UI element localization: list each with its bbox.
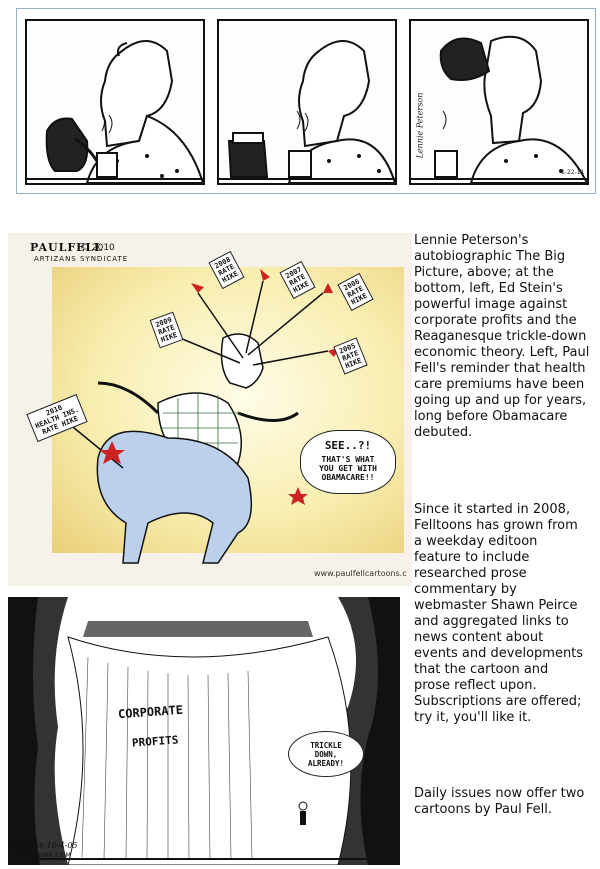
fell-copyright: © 2010: [80, 243, 115, 253]
stein-signature: EdStein 10-4-05: [12, 841, 78, 850]
ed-stein-cartoon: CORPORATE PROFITS TRICKLE DOWN, ALREADY!…: [8, 597, 400, 865]
panel-1-drawing: [27, 40, 203, 183]
caption-paragraph-3: Daily issues now offer two cartoons by P…: [414, 786, 585, 817]
paul-fell-cartoon: PAULFELL © 2010 ARTIZANS SYNDICATE 2008 …: [8, 233, 412, 586]
panel-2-drawing: [219, 40, 395, 183]
bubble-see: SEE..?!: [324, 439, 372, 452]
fell-url: www.paulfellcartoons.c: [314, 569, 407, 578]
panel-3-drawing: [411, 35, 587, 183]
fell-signature: PAULFELL: [30, 241, 103, 254]
stein-drawing: [8, 597, 400, 865]
fell-speech-bubble: SEE..?! THAT'S WHAT YOU GET WITH OBAMACA…: [300, 430, 396, 494]
caption-paragraph-1: Lennie Peterson's autobiographic The Big…: [414, 233, 590, 440]
strip-panel-2: [217, 19, 397, 185]
strip-panel-3: Lennie Peterson 1-22-11: [409, 19, 589, 185]
stein-website: EDSTEININK.COM: [12, 852, 72, 859]
comic-strip: Lennie Peterson 1-22-11: [16, 8, 596, 194]
bubble-obamacare: THAT'S WHAT YOU GET WITH OBAMACARE!!: [319, 455, 377, 482]
strip-panel-1: [25, 19, 205, 185]
fell-syndicate: ARTIZANS SYNDICATE: [34, 255, 129, 263]
trickle-down-bubble: TRICKLE DOWN, ALREADY!: [288, 731, 364, 777]
fell-drawing: [58, 269, 340, 564]
caption-paragraph-2: Since it started in 2008, Felltoons has …: [414, 502, 584, 725]
strip-date-code: 1-22-11: [561, 169, 585, 176]
strip-signature: Lennie Peterson: [415, 92, 425, 159]
